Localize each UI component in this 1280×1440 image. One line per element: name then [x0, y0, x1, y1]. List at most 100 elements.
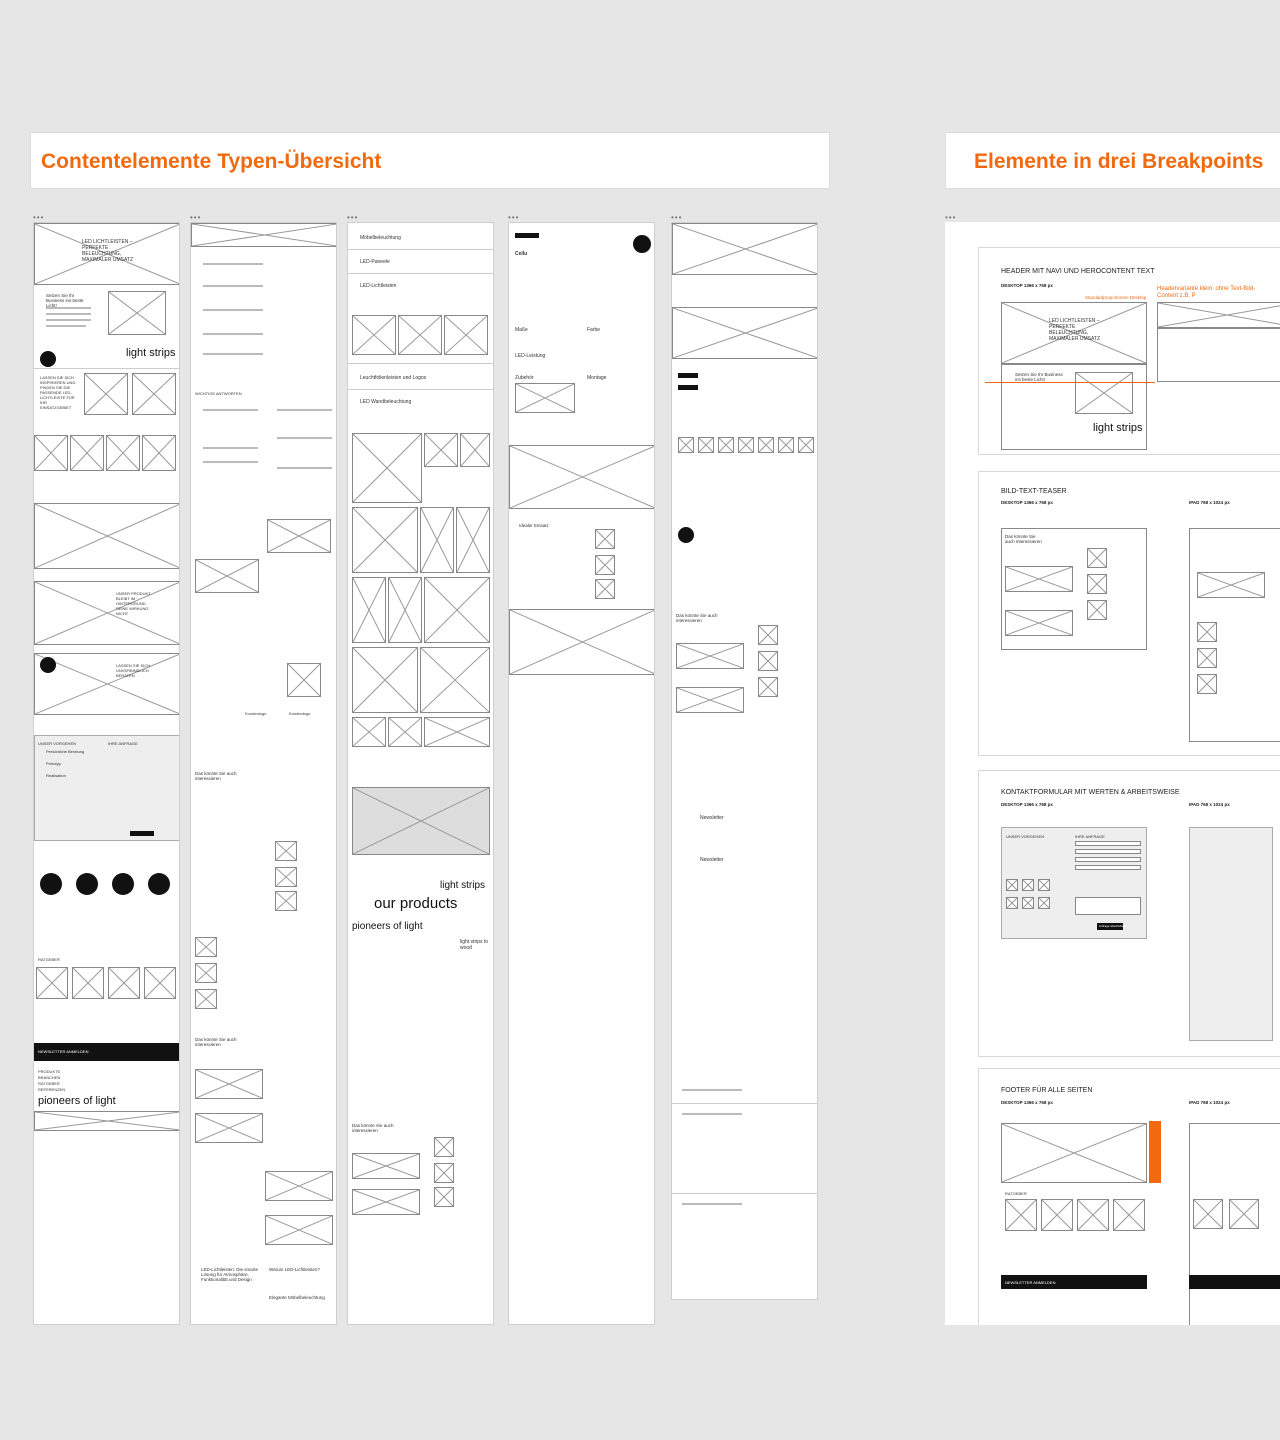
image-placeholder	[388, 717, 422, 747]
placeholder-cross-icon	[109, 292, 165, 334]
placeholder-cross-icon	[196, 990, 216, 1008]
image-placeholder	[420, 647, 490, 713]
interest-heading: Das könnte Sie auch interessieren	[352, 1123, 394, 1133]
text-line	[203, 353, 263, 355]
annotation-note: Headervariante klein: ohne Text-Bild-Con…	[1157, 286, 1256, 299]
form-field[interactable]	[1075, 857, 1141, 862]
placeholder-cross-icon	[1076, 373, 1132, 413]
product-teaser-image	[34, 581, 179, 645]
tile-image[interactable]	[70, 435, 104, 471]
cta-text: LASSEN SIE SICH INSPIRIEREN UND FINDEN S…	[40, 375, 76, 410]
wireframe-block	[1157, 328, 1280, 382]
submit-button[interactable]	[130, 831, 154, 836]
wireframe-gallery-page[interactable]: Das könnte Sie auch interessieren Newsle…	[671, 222, 818, 1300]
section-title: FOOTER FÜR ALLE SEITEN	[1001, 1087, 1093, 1094]
placeholder-cross-icon	[1198, 573, 1264, 597]
wireframe-block	[1189, 827, 1273, 1041]
wireframe-products-page[interactable]: Möbelbeleuchtung LED-Paneele LED-Lichtle…	[347, 222, 494, 1325]
placeholder-cross-icon	[276, 868, 296, 886]
placeholder-cross-icon	[288, 664, 320, 696]
artboard-dots: •••	[508, 213, 520, 222]
placeholder-cross-icon	[679, 438, 693, 452]
text-line	[46, 325, 86, 327]
product-image[interactable]	[84, 373, 128, 415]
wireframe-category-page[interactable]: WICHTIGE ANTWORTEN Kundenlogo Kundenlogo…	[190, 222, 337, 1325]
image-placeholder	[195, 559, 259, 593]
placeholder-cross-icon	[799, 438, 813, 452]
form-field[interactable]	[1075, 841, 1141, 846]
spec-label: LED-Leistung	[515, 353, 546, 359]
placeholder-cross-icon	[1023, 898, 1033, 908]
submit-label: Anfrage abschicken	[1099, 924, 1126, 928]
breakpoint-label: DESKTOP 1366 x 768 px	[1001, 500, 1053, 505]
text-line	[682, 1089, 742, 1091]
divider	[672, 1193, 817, 1194]
wide-image	[34, 503, 180, 569]
placeholder-cross-icon	[353, 434, 421, 502]
placeholder-cross-icon	[677, 644, 743, 668]
consult-image	[34, 653, 179, 715]
placeholder-cross-icon	[1198, 649, 1216, 667]
badge-icon	[40, 351, 56, 367]
hero-image-placeholder	[34, 223, 179, 285]
placeholder-cross-icon	[421, 648, 489, 712]
product-image[interactable]	[132, 373, 176, 415]
image-placeholder	[72, 967, 104, 999]
wireframe-homepage[interactable]: LED LICHTLEISTEN – PERFEKTE BELEUCHTUNG,…	[33, 222, 180, 1325]
tile-image[interactable]	[106, 435, 140, 471]
placeholder-cross-icon	[457, 508, 489, 572]
accordion-item[interactable]: LED Wandbeleuchtung	[360, 399, 412, 405]
placeholder-cross-icon	[266, 1172, 332, 1200]
section-label: RATGEBER	[38, 957, 60, 962]
banner-content-overview: Contentelemente Typen-Übersicht	[30, 132, 830, 189]
intro-heading: Setzen Sie Ihr Business ins beste Licht!	[1015, 372, 1063, 382]
placeholder-cross-icon	[673, 224, 818, 274]
footer-link[interactable]: RATGEBER	[38, 1081, 60, 1086]
submit-button[interactable]: Anfrage abschicken	[1097, 923, 1126, 930]
form-field[interactable]	[1075, 865, 1141, 870]
tile-image[interactable]	[34, 435, 68, 471]
form-field[interactable]	[1075, 849, 1141, 854]
placeholder-cross-icon	[37, 968, 67, 998]
image-placeholder	[738, 437, 754, 453]
banner-title: Contentelemente Typen-Übersicht	[41, 150, 382, 173]
tile-image[interactable]	[142, 435, 176, 471]
footer-link[interactable]: BRANCHEN	[38, 1075, 61, 1080]
accordion-item[interactable]: LED-Lichtleisten	[360, 283, 397, 289]
placeholder-cross-icon	[435, 1138, 453, 1156]
text-line	[46, 307, 91, 309]
pioneers-label: pioneers of light	[352, 921, 423, 932]
message-field[interactable]	[1075, 897, 1141, 915]
to-wood-label: light strips to wood	[460, 939, 489, 951]
image-placeholder	[195, 989, 217, 1009]
placeholder-cross-icon	[353, 578, 385, 642]
faq-heading: WICHTIGE ANTWORTEN	[195, 391, 242, 396]
spec-label: Montage	[587, 375, 607, 381]
placeholder-cross-icon	[461, 434, 489, 466]
image-placeholder	[195, 1113, 263, 1143]
interest-heading: Das könnte Sie auch interessieren	[1005, 534, 1042, 544]
divider	[348, 249, 493, 250]
section-label: IHRE ANFRAGE	[108, 741, 138, 746]
placeholder-cross-icon	[73, 968, 103, 998]
text-line	[277, 467, 332, 469]
back-button[interactable]	[515, 233, 539, 238]
image-placeholder	[287, 663, 321, 697]
placeholder-cross-icon	[35, 504, 180, 568]
divider	[34, 368, 179, 369]
accordion-item[interactable]: Leuchtfolienleisten und Logos	[360, 375, 427, 381]
wireframe-block	[678, 373, 698, 378]
placeholder-cross-icon	[1230, 1200, 1258, 1228]
accordion-item[interactable]: LED-Paneele	[360, 259, 390, 265]
wireframe-product-detail[interactable]: Cellu Maße Farbe LED-Leistung Zubehör Mo…	[508, 222, 655, 1325]
placeholder-cross-icon	[510, 610, 655, 674]
placeholder-cross-icon	[596, 580, 614, 598]
accordion-item[interactable]: Möbelbeleuchtung	[360, 235, 401, 241]
footer-link[interactable]: REFERENZEN	[38, 1087, 66, 1092]
placeholder-cross-icon	[143, 436, 175, 470]
image-placeholder	[191, 223, 336, 247]
article-title: LED-Lichtleisten: Die smarte Lösung für …	[201, 1267, 259, 1282]
side-tab[interactable]	[1149, 1121, 1161, 1183]
circle-icon	[40, 873, 62, 895]
footer-link[interactable]: PRODUKTE	[38, 1069, 61, 1074]
